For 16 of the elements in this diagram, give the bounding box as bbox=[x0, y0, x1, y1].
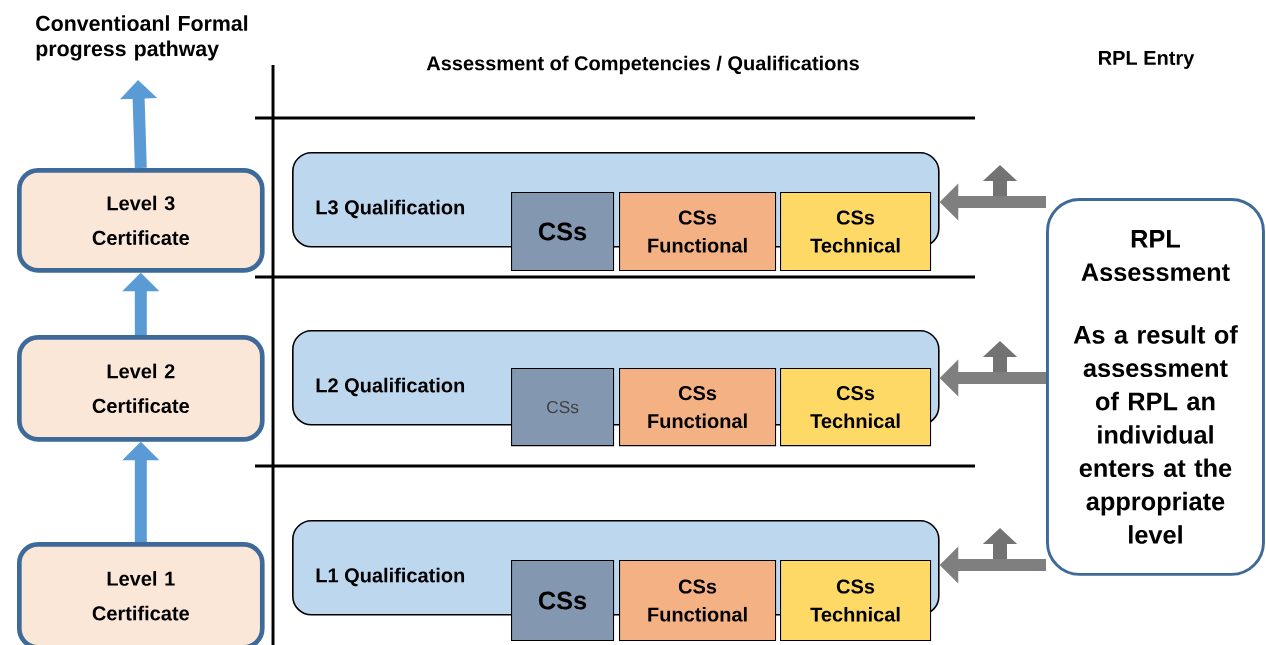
competency-box: CSs bbox=[511, 368, 615, 447]
competency-box: CSs bbox=[511, 560, 615, 642]
technical-box: CSs Technical bbox=[780, 192, 932, 272]
technical-box: CSs Technical bbox=[780, 560, 932, 642]
column-heading: Conventioanl Formal progress pathway bbox=[36, 15, 248, 61]
functional-box: CSs Functional bbox=[619, 192, 777, 272]
technical-box: CSs Technical bbox=[780, 368, 932, 447]
cert-box: Level 2 Certificate bbox=[17, 335, 265, 442]
column-heading: RPL Entry bbox=[1099, 51, 1195, 69]
competency-box: CSs bbox=[511, 192, 615, 272]
column-heading: Assessment of Competencies / Qualifications bbox=[426, 55, 859, 75]
cert-box: Level 1 Certificate bbox=[17, 542, 265, 645]
assessment-box: RPL Assessment As a result of assessment of RPL an individual enters at the appropriate level bbox=[1046, 198, 1265, 576]
cert-box: Level 3 Certificate bbox=[17, 168, 265, 273]
functional-box: CSs Functional bbox=[619, 560, 777, 642]
functional-box: CSs Functional bbox=[619, 368, 777, 447]
